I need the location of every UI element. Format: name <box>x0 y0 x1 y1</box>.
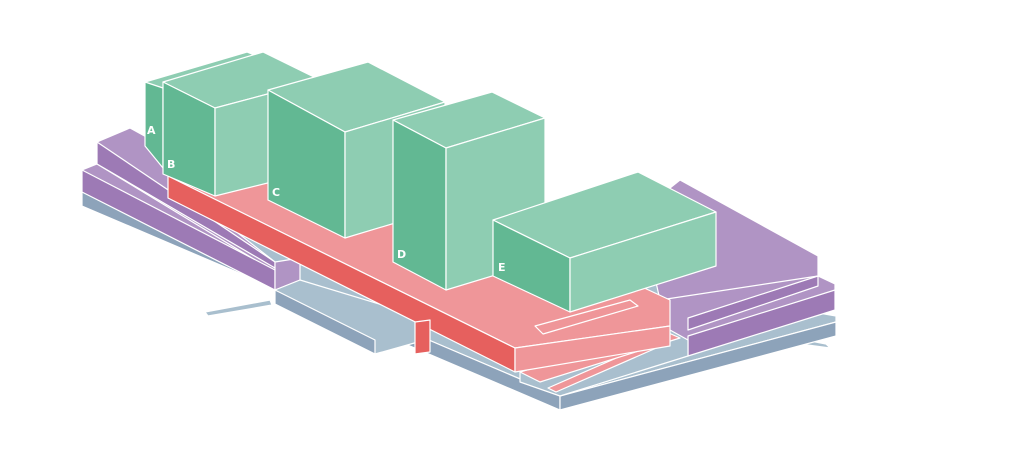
label-b: B <box>167 158 175 171</box>
purple-podium-right-upper-face <box>687 275 819 331</box>
label-e: E <box>498 261 506 274</box>
label-d: D <box>397 248 406 261</box>
red-platform-right-face <box>514 325 671 373</box>
shadow-left <box>204 299 273 317</box>
red-platform-slot <box>534 299 639 335</box>
label-a: A <box>147 124 156 137</box>
block-labels: A B C D E <box>147 124 506 274</box>
block-d-left-face <box>392 119 447 291</box>
courtyard-step <box>274 289 376 355</box>
block-e-right-face <box>569 211 717 313</box>
block-e <box>492 171 717 313</box>
red-column <box>414 319 431 355</box>
base-slab-right-face <box>559 321 837 411</box>
label-c: C <box>272 186 280 199</box>
